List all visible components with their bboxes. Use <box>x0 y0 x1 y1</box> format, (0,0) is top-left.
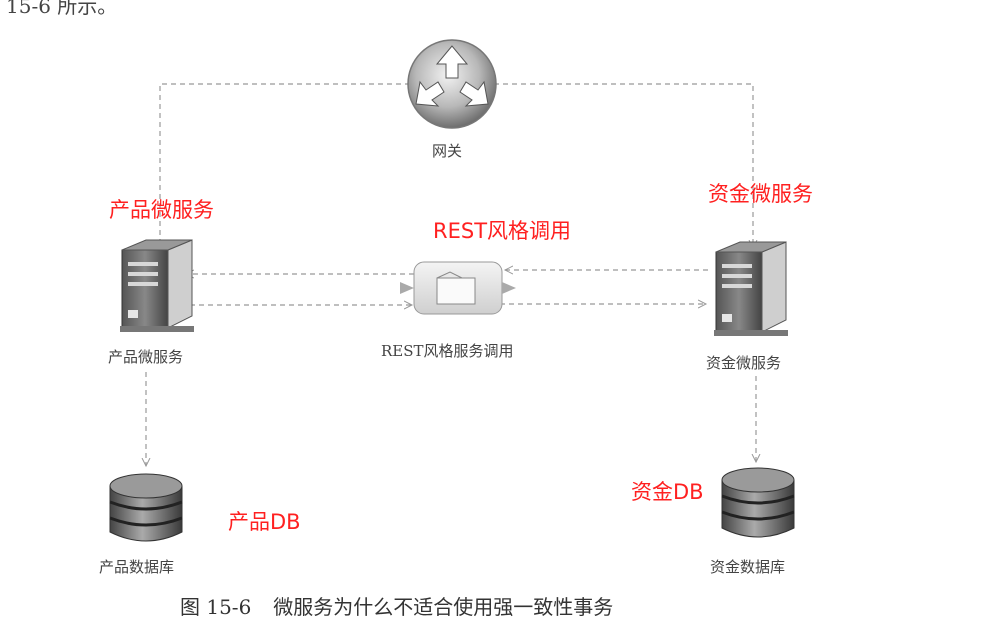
gateway-icon <box>407 39 497 129</box>
rest-call-icon <box>400 261 516 315</box>
rest-call-label: REST风格服务调用 <box>381 342 514 360</box>
figure-title: 微服务为什么不适合使用强一致性事务 <box>273 595 614 619</box>
product-db-annotation: 产品DB <box>228 510 301 534</box>
rest-annotation: REST风格调用 <box>433 219 572 243</box>
gateway-label: 网关 <box>432 142 463 160</box>
product-database-icon <box>109 473 183 542</box>
figure-number: 图 15-6 <box>180 595 252 619</box>
fund-service-annotation: 资金微服务 <box>708 182 813 206</box>
product-db-label: 产品数据库 <box>99 558 175 576</box>
fund-database-icon <box>721 467 795 538</box>
figure-caption: 图 15-6 微服务为什么不适合使用强一致性事务 <box>180 591 613 620</box>
product-service-annotation: 产品微服务 <box>109 198 214 222</box>
fund-db-label: 资金数据库 <box>710 558 786 576</box>
product-server-icon <box>120 239 194 332</box>
fund-db-annotation: 资金DB <box>631 480 704 504</box>
fund-server-icon <box>714 241 788 336</box>
product-service-label: 产品微服务 <box>108 348 184 366</box>
connectors <box>146 83 756 466</box>
previous-page-text: 15-6 所示。 <box>6 0 118 18</box>
gateway-to-product-connector <box>160 83 410 248</box>
fund-service-label: 资金微服务 <box>706 354 782 372</box>
